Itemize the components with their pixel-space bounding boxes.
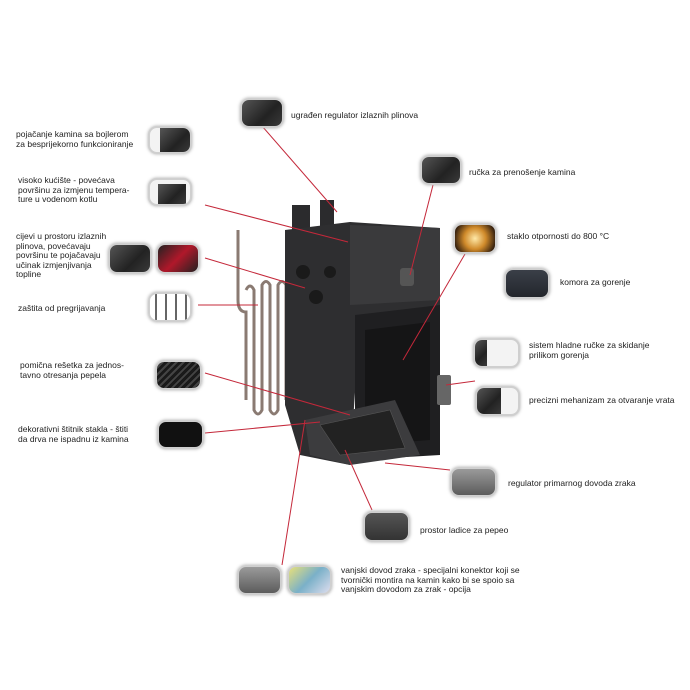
grate-thumbnail [155, 360, 202, 390]
cold-handle-thumbnail [473, 338, 520, 368]
glass-fire-thumbnail [453, 223, 497, 254]
heat-exchanger-coil [236, 230, 288, 416]
door-mechanism-label: precizni mehanizam za otvaranje vrata [529, 395, 675, 405]
combustion-chamber-thumbnail [504, 268, 550, 299]
external-air-label: vanjski dovod zraka - specijalni konekto… [341, 565, 520, 594]
leader-lines [198, 125, 476, 566]
primary-air-thumbnail [450, 467, 497, 497]
ash-drawer-label: prostor ladice za pepeo [420, 525, 509, 535]
glass-guard-label: dekorativni štitnik stakla - štiti da dr… [18, 424, 129, 444]
door-mechanism-thumbnail [475, 386, 520, 416]
boiler-label: pojačanje kamina sa bojlerom za besprije… [16, 129, 134, 149]
flue-regulator-label: ugrađen regulator izlaznih plinova [291, 110, 419, 120]
movable-grate-label: pomična rešetka za jednos- tavno otresan… [20, 360, 124, 380]
flue-pipes-label: cijevi u prostoru izlaznih plinova, pove… [16, 231, 107, 279]
chamber-label: komora za gorenje [560, 277, 631, 287]
boiler-thumbnail [148, 126, 192, 154]
glass-guard-thumbnail [157, 420, 204, 449]
primary-air-label: regulator primarnog dovoda zraka [508, 478, 636, 488]
overheat-protection-label: zaštita od pregrijavanja [18, 303, 106, 313]
flue-pipes-thumbnail [108, 243, 152, 274]
high-housing-thumbnail [148, 178, 192, 206]
external-air-diagram-thumbnail [287, 565, 332, 595]
carry-handle-thumbnail [420, 155, 462, 185]
ash-drawer-thumbnail [363, 511, 410, 542]
glass-label: staklo otpornosti do 800 °C [507, 231, 610, 241]
stove-body [285, 200, 451, 465]
external-air-connector-thumbnail [237, 565, 282, 595]
flue-regulator-thumbnail [240, 98, 284, 128]
flue-pipes-red-thumbnail [156, 243, 200, 274]
cold-handle-label: sistem hladne ručke za skidanje prilikom… [529, 340, 650, 360]
high-housing-label: visoko kućište - povećava površinu za iz… [18, 175, 130, 204]
carry-handle-label: ručka za prenošenje kamina [469, 167, 576, 177]
overheat-coil-thumbnail [148, 292, 192, 322]
